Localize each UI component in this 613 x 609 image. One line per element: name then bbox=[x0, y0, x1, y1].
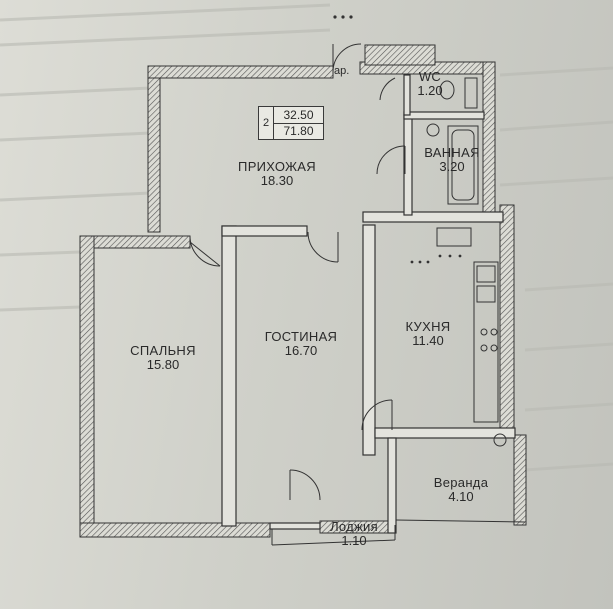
room-area: 18.30 bbox=[260, 173, 294, 188]
room-area: 3.20 bbox=[439, 159, 465, 174]
room-name: WC bbox=[418, 69, 442, 84]
room-name: Веранда bbox=[433, 475, 489, 490]
bathroom-fixtures bbox=[426, 77, 479, 205]
loggia-window bbox=[271, 525, 396, 546]
kitchen-fixtures bbox=[436, 227, 507, 447]
room-area: 1.20 bbox=[417, 83, 443, 98]
bathtub-inner bbox=[451, 129, 475, 201]
room-name: Лоджия bbox=[330, 519, 378, 534]
room-loggia: Лоджия 1.10 bbox=[322, 520, 386, 548]
room-bedroom: СПАЛЬНЯ 15.80 bbox=[118, 344, 208, 372]
room-area: 15.80 bbox=[146, 357, 180, 372]
room-name: КУХНЯ bbox=[405, 319, 451, 334]
total-area-value: 71.80 bbox=[283, 124, 314, 138]
room-name: ПРИХОЖАЯ bbox=[238, 159, 316, 174]
room-area: 1.10 bbox=[341, 533, 367, 548]
room-wc: WC 1.20 bbox=[412, 70, 448, 98]
room-hallway: ПРИХОЖАЯ 18.30 bbox=[232, 160, 322, 188]
bathtub-outline bbox=[447, 125, 479, 205]
paper-text-lines bbox=[0, 3, 613, 472]
dot-marks bbox=[333, 15, 462, 264]
room-area: 11.40 bbox=[412, 333, 444, 348]
entrance-label: ар. bbox=[334, 65, 350, 77]
stove-burner-icon bbox=[480, 328, 488, 336]
room-name: ГОСТИНАЯ bbox=[264, 329, 338, 344]
sink-icon bbox=[426, 123, 440, 137]
room-kitchen: КУХНЯ 11.40 bbox=[398, 320, 458, 348]
room-veranda: Веранда 4.10 bbox=[426, 476, 496, 504]
toilet-icon bbox=[439, 80, 455, 100]
room-living: ГОСТИНАЯ 16.70 bbox=[256, 330, 346, 358]
radiator-icon bbox=[436, 227, 472, 247]
room-name: СПАЛЬНЯ bbox=[130, 343, 196, 358]
living-area-value: 32.50 bbox=[274, 107, 323, 124]
room-count: 2 bbox=[259, 107, 274, 139]
room-area: 4.10 bbox=[448, 489, 474, 504]
kitchen-sink-icon bbox=[476, 265, 496, 283]
kitchen-counter bbox=[473, 261, 499, 423]
room-name: ВАННАЯ bbox=[424, 145, 480, 160]
door-swings bbox=[189, 43, 406, 501]
veranda-glazing bbox=[395, 519, 526, 523]
apartment-info-box: 2 32.50 71.80 bbox=[258, 106, 324, 140]
room-bathroom: ВАННАЯ 3.20 bbox=[420, 146, 484, 174]
stove-icon bbox=[493, 433, 507, 447]
room-area: 16.70 bbox=[284, 343, 318, 358]
wc-tank bbox=[464, 77, 478, 109]
outer-walls bbox=[79, 44, 527, 538]
interior-walls bbox=[221, 74, 516, 534]
